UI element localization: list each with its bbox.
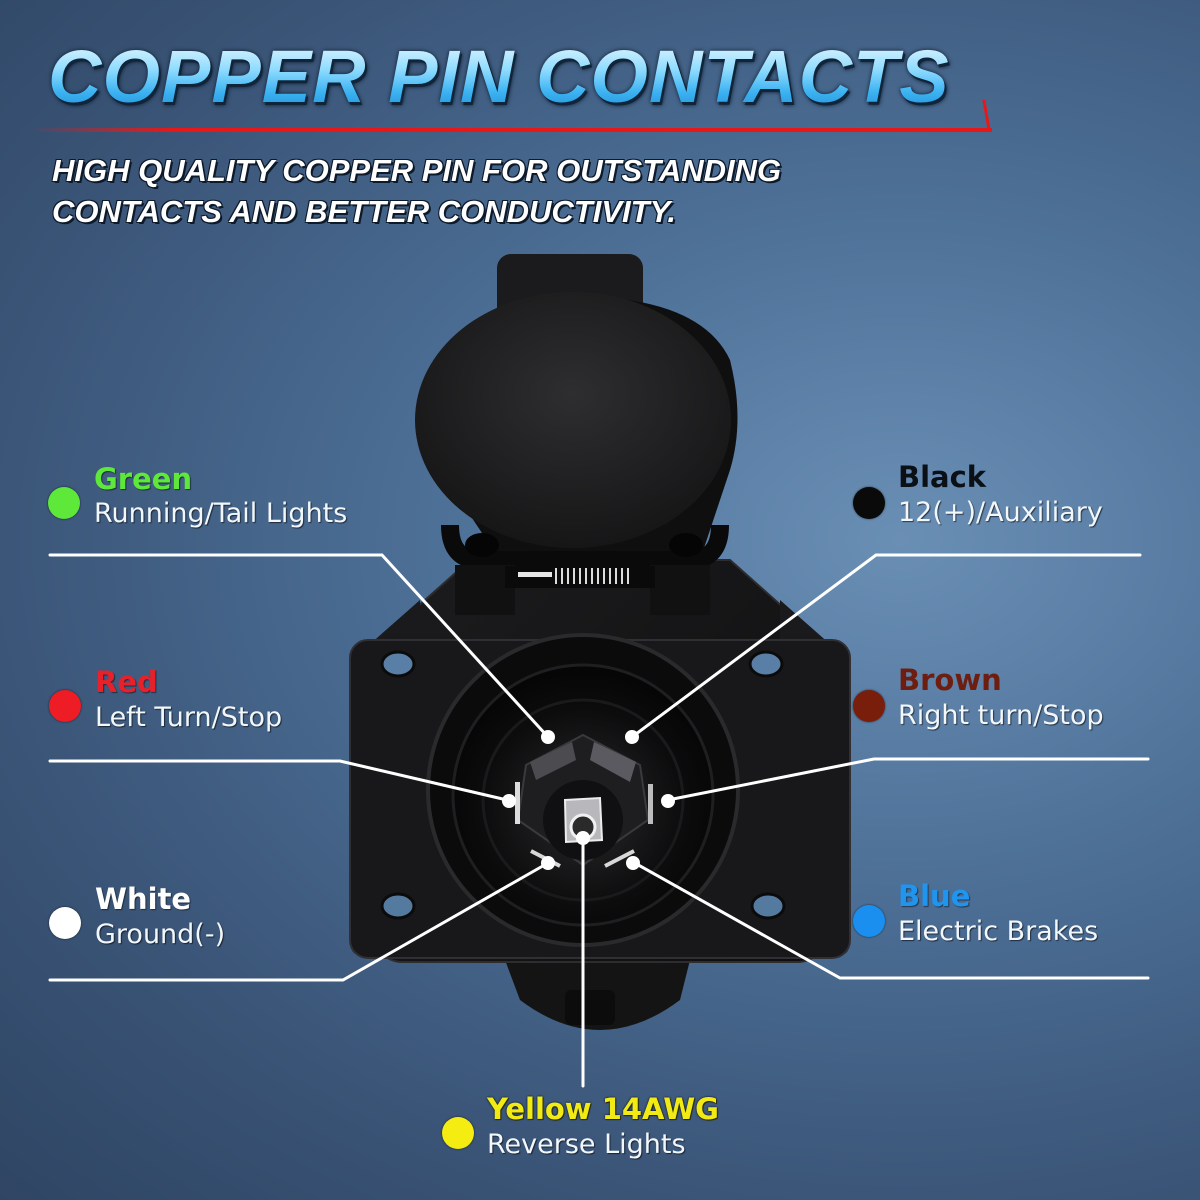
pin-brown-marker [661,794,675,808]
title-underline [30,128,992,132]
wire-color-name: White [95,882,192,916]
wire-function: Electric Brakes [898,916,1099,947]
pin-black-marker [625,730,639,744]
leader-black [630,553,1142,739]
leader-lines [48,553,1150,1088]
pin-markers [502,730,675,870]
wire-color-name: Black [898,460,987,494]
pin-insert [515,733,653,868]
leader-green [48,553,550,739]
green-dot-icon [48,487,80,519]
wire-function: Right turn/Stop [898,700,1104,731]
leader-white [48,861,550,982]
wire-function: Ground(-) [95,919,226,950]
leader-red [48,759,509,802]
wire-function: Left Turn/Stop [95,702,283,733]
subtitle: HIGH QUALITY COPPER PIN FOR OUTSTANDING … [52,150,781,232]
hinge-spring [455,565,710,615]
leader-brown [666,757,1150,802]
page-title: COPPER PIN CONTACTS [48,35,950,118]
brown-dot-icon [853,690,885,722]
black-dot-icon [853,487,885,519]
white-dot-icon [49,907,81,939]
pin-blue-marker [626,856,640,870]
pin-green-marker [541,730,555,744]
yellow-dot-icon [442,1117,474,1149]
socket-lid [415,254,738,569]
wire-function: 12(+)/Auxiliary [898,497,1103,528]
pin-red-marker [502,794,516,808]
leader-blue [631,860,1150,980]
blue-dot-icon [853,905,885,937]
wire-color-name: Brown [898,663,1002,697]
subtitle-line-2: CONTACTS AND BETTER CONDUCTIVITY. [52,194,677,229]
wire-function: Reverse Lights [487,1129,686,1160]
red-dot-icon [49,690,81,722]
rear-housing [505,960,690,1030]
wire-color-name: Red [95,665,158,699]
pin-yellow-marker [576,831,590,845]
wire-color-name: Blue [898,879,971,913]
wire-color-name: Green [94,462,193,496]
subtitle-line-1: HIGH QUALITY COPPER PIN FOR OUTSTANDING [52,153,782,188]
pin-white-marker [541,856,555,870]
wire-function: Running/Tail Lights [94,498,348,529]
wire-color-name: Yellow 14AWG [487,1092,719,1126]
